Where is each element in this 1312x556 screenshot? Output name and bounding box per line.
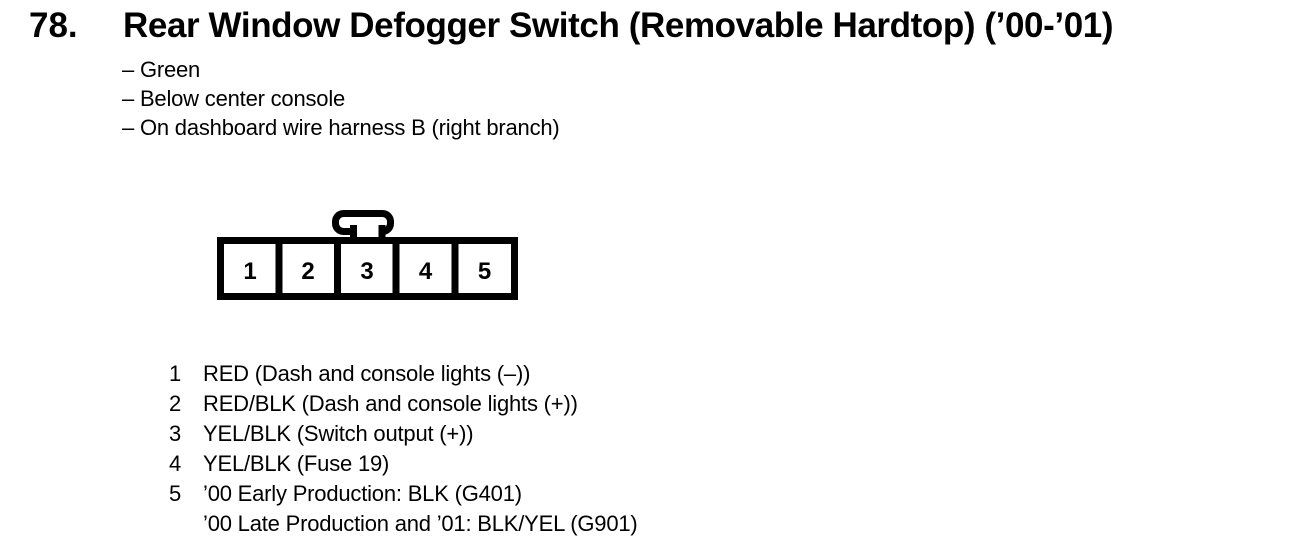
connector-cell-3: 3 (360, 258, 373, 285)
pin-row-1: 1 RED (Dash and console lights (–)) (160, 359, 638, 389)
pin-row-2: 2 RED/BLK (Dash and console lights (+)) (160, 389, 638, 419)
connector-diagram: 1 2 3 4 5 (217, 210, 518, 300)
pin-description: ’00 Early Production: BLK (G401) (203, 481, 522, 506)
connector-latch-tab (332, 210, 394, 239)
pin-legend: 1 RED (Dash and console lights (–)) 2 RE… (160, 359, 638, 539)
location-notes: – Green – Below center console – On dash… (122, 55, 560, 142)
connector-cell-dividers (275, 237, 459, 300)
note-harness: – On dashboard wire harness B (right bra… (122, 115, 560, 140)
pin-description: RED/BLK (Dash and console lights (+)) (203, 391, 578, 416)
pin-description: YEL/BLK (Fuse 19) (203, 451, 390, 476)
connector-cell-1: 1 (243, 258, 256, 285)
pin-description: YEL/BLK (Switch output (+)) (203, 421, 474, 446)
pin-description: RED (Dash and console lights (–)) (203, 361, 531, 386)
pin-number: 3 (168, 421, 181, 446)
connector-cell-4: 4 (419, 258, 433, 285)
pin-row-3: 3 YEL/BLK (Switch output (+)) (160, 419, 638, 449)
pin-description: ’00 Late Production and ’01: BLK/YEL (G9… (203, 511, 638, 536)
page-title: Rear Window Defogger Switch (Removable H… (123, 6, 1114, 45)
pin-number: 4 (168, 451, 181, 476)
item-number: 78. (29, 6, 78, 45)
pin-row-5-continued: ’00 Late Production and ’01: BLK/YEL (G9… (160, 509, 638, 539)
pin-number: 5 (168, 481, 181, 506)
pin-number: 2 (168, 391, 181, 416)
connector-cell-5: 5 (478, 258, 491, 285)
note-color: – Green (122, 57, 201, 82)
pin-number-empty (160, 509, 181, 539)
note-location: – Below center console (122, 86, 346, 111)
connector-cell-2: 2 (301, 258, 314, 285)
pin-number: 1 (168, 361, 181, 386)
pin-row-4: 4 YEL/BLK (Fuse 19) (160, 449, 638, 479)
pin-row-5: 5 ’00 Early Production: BLK (G401) (160, 479, 638, 509)
connector-body (217, 237, 518, 300)
